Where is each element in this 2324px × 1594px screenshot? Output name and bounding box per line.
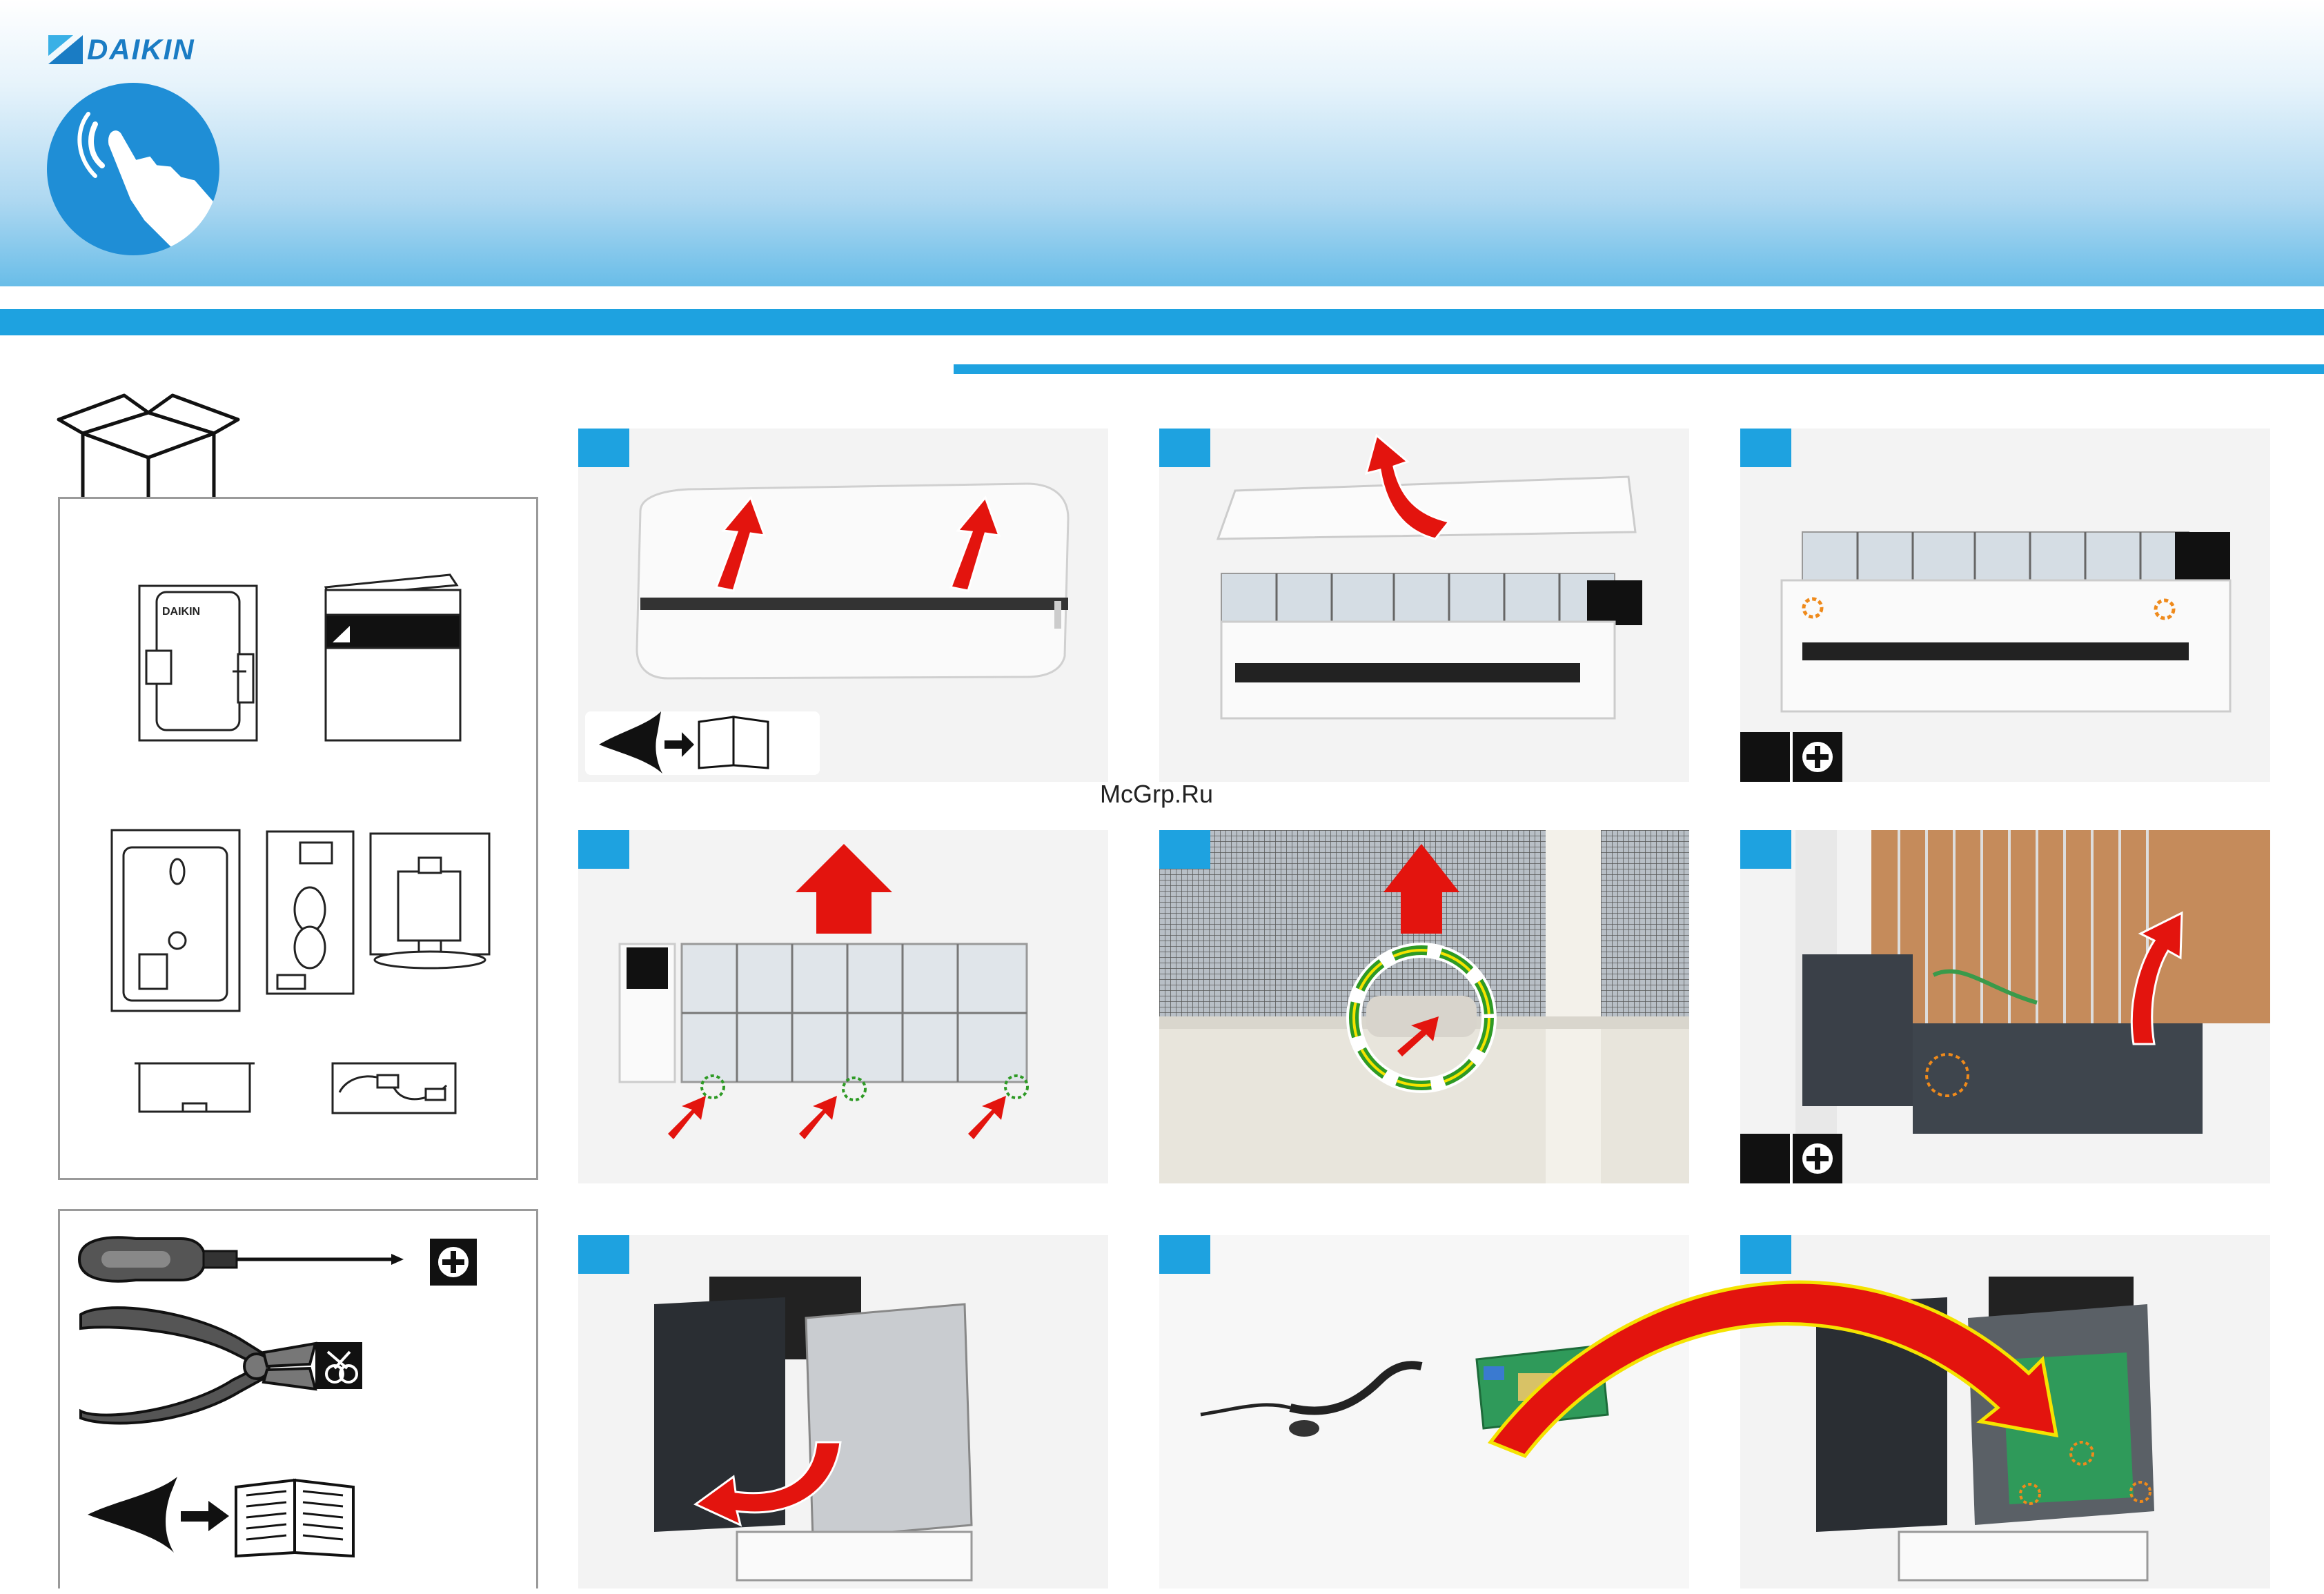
bracket: [135, 1063, 255, 1112]
section-blue-rule: [954, 364, 2324, 374]
adapter-cover: [112, 830, 239, 1011]
cable-mount-plate: [371, 834, 489, 968]
header-divider: [0, 286, 2324, 309]
step-6-number-badge: [1740, 830, 1791, 869]
step-2-number-badge: [1159, 429, 1210, 467]
cut-icon: [315, 1342, 362, 1389]
step-5-push-filter-tab: [1159, 830, 1689, 1183]
step-7-open-control-box-lid: [578, 1235, 1108, 1588]
parts-kit-illustrations: DAIKIN: [60, 499, 536, 1178]
step-2-remove-front-panel: [1159, 429, 1689, 782]
connection-cable: [333, 1063, 455, 1113]
step-3-number-badge: [1740, 429, 1791, 467]
side-cutter-pliers-icon: [81, 1308, 315, 1423]
step-1-lift-front-panel: [578, 429, 1108, 782]
step-1-number-badge: [578, 429, 629, 467]
daikin-logo: DAIKIN: [48, 33, 195, 66]
step-6-remove-electrical-box-cover: [1740, 830, 2270, 1183]
phillips-head-icon: [430, 1239, 477, 1286]
step-4-number-badge: [578, 830, 629, 869]
parts-kit-panel: DAIKIN: [58, 497, 538, 1180]
step-4-remove-air-filters: [578, 830, 1108, 1183]
step-8-number-badge: [1159, 1235, 1210, 1274]
eye-read-manual-icon: [88, 1477, 229, 1553]
tools-illustrations: [60, 1211, 536, 1591]
phillips-screwdriver-icon: [79, 1237, 404, 1281]
step-3-unscrew-screws: [1740, 429, 2270, 782]
header-banner: DAIKIN: [0, 0, 2324, 286]
cable-bundle: [267, 832, 353, 994]
daikin-logo-mark-icon: [48, 35, 83, 64]
step-5-number-badge: [1159, 830, 1210, 869]
logo-text: DAIKIN: [87, 33, 195, 66]
open-book-icon: [236, 1480, 353, 1556]
installation-manual: [326, 575, 460, 740]
header-blue-bar: [0, 309, 2324, 335]
touch-hand-icon: [47, 83, 219, 255]
step-7-number-badge: [578, 1235, 629, 1274]
move-pcb-arrow-icon: [1484, 1235, 2105, 1463]
adapter-label: DAIKIN: [162, 606, 200, 618]
tools-panel: [58, 1209, 538, 1588]
phillips-head-icon: [1740, 732, 1842, 782]
phillips-head-icon: [1740, 1134, 1842, 1183]
watermark-text: McGrp.Ru: [1100, 780, 1213, 809]
